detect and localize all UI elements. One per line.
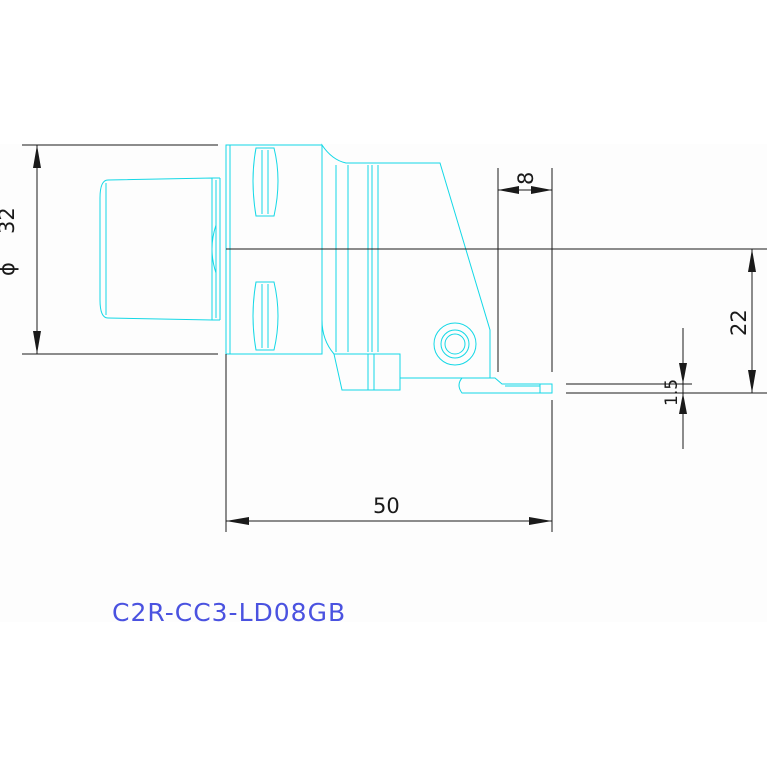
width-label: 8 (514, 172, 538, 185)
part-number: C2R-CC3-LD08GB (112, 598, 346, 627)
diameter-symbol: ϕ (0, 262, 19, 276)
tool-outline (99, 143, 553, 394)
diameter-label: 32 (0, 207, 19, 234)
lower-clamp-slot (252, 281, 279, 351)
tool-body (225, 143, 553, 394)
shank (99, 177, 221, 321)
dimension-lines (22, 144, 767, 532)
height-label: 22 (727, 309, 751, 336)
offset-label: 1.5 (662, 379, 682, 406)
clamp-screw-inner (440, 329, 470, 359)
length-label: 50 (373, 494, 400, 518)
cutting-insert (458, 377, 553, 394)
upper-clamp-slot (252, 147, 279, 217)
clamp-screw-outer (433, 322, 477, 366)
drawing-background (0, 144, 767, 622)
